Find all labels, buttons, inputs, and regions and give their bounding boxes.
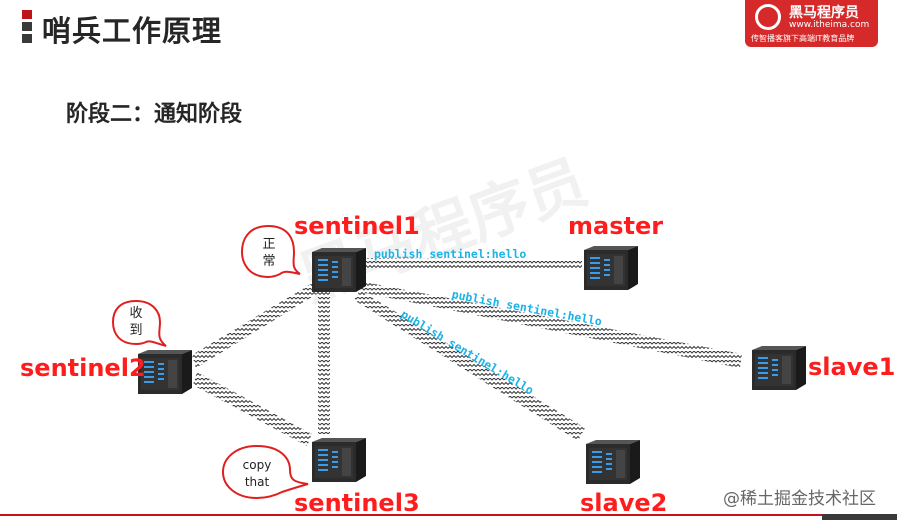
sentinel2-label: sentinel2 bbox=[20, 354, 146, 382]
site-watermark: @稀土掘金技术社区 bbox=[723, 489, 876, 509]
bottom-dark-block bbox=[822, 514, 897, 520]
bubble-sentinel3-text: copy that bbox=[233, 457, 281, 491]
page-subtitle: 阶段二：通知阶段 bbox=[66, 102, 243, 127]
bubble-sentinel2-text: 收 到 bbox=[126, 305, 146, 339]
link-sentinel1-slave1 bbox=[360, 282, 742, 368]
bubble-sentinel2-line2: 到 bbox=[129, 323, 143, 338]
slave2-server-icon bbox=[586, 440, 640, 484]
link-sentinel1-sentinel2 bbox=[192, 282, 320, 368]
bubble-sentinel3 bbox=[221, 444, 309, 500]
link-sentinel1-slave2 bbox=[354, 290, 585, 441]
message-to-master: publish sentinel:hello bbox=[374, 247, 527, 261]
bubble-sentinel1-text: 正 常 bbox=[259, 236, 279, 270]
bubble-sentinel2-line1: 收 bbox=[129, 306, 143, 321]
bubble-sentinel3-line1: copy bbox=[242, 458, 272, 472]
logo-url: www.itheima.com bbox=[789, 20, 870, 30]
page-title: 哨兵工作原理 bbox=[42, 14, 223, 48]
sentinel1-server-icon bbox=[312, 248, 366, 292]
sentinel2-server-icon bbox=[138, 350, 192, 394]
bubble-sentinel1-line1: 正 bbox=[262, 237, 276, 252]
logo-slogan: 传智播客旗下高端IT教育品牌 bbox=[751, 34, 855, 43]
sentinel3-label: sentinel3 bbox=[294, 489, 420, 517]
link-sentinel1-sentinel3 bbox=[318, 292, 330, 434]
sentinel3-server-icon bbox=[312, 438, 366, 482]
sentinel1-label: sentinel1 bbox=[294, 212, 420, 240]
link-sentinel2-sentinel3 bbox=[193, 372, 312, 446]
bubble-sentinel1-line2: 常 bbox=[262, 254, 276, 269]
brand-logo: 黑马程序员 www.itheima.com 传智播客旗下高端IT教育品牌 bbox=[745, 0, 878, 47]
master-server-icon bbox=[584, 246, 638, 290]
bottom-accent-line bbox=[0, 514, 897, 516]
slave1-label: slave1 bbox=[808, 353, 896, 381]
bubble-sentinel2 bbox=[111, 299, 167, 347]
logo-name: 黑马程序员 bbox=[789, 5, 859, 21]
link-sentinel1-master bbox=[365, 258, 582, 268]
logo-horse-icon bbox=[755, 4, 781, 30]
speech-bubbles bbox=[111, 224, 309, 500]
slave1-server-icon bbox=[752, 346, 806, 390]
bubble-sentinel3-line2: that bbox=[244, 475, 270, 489]
bubble-sentinel1 bbox=[240, 224, 301, 279]
title-accent-bar bbox=[22, 10, 32, 44]
connections bbox=[192, 258, 742, 446]
master-label: master bbox=[568, 212, 664, 240]
slave2-label: slave2 bbox=[580, 489, 668, 517]
